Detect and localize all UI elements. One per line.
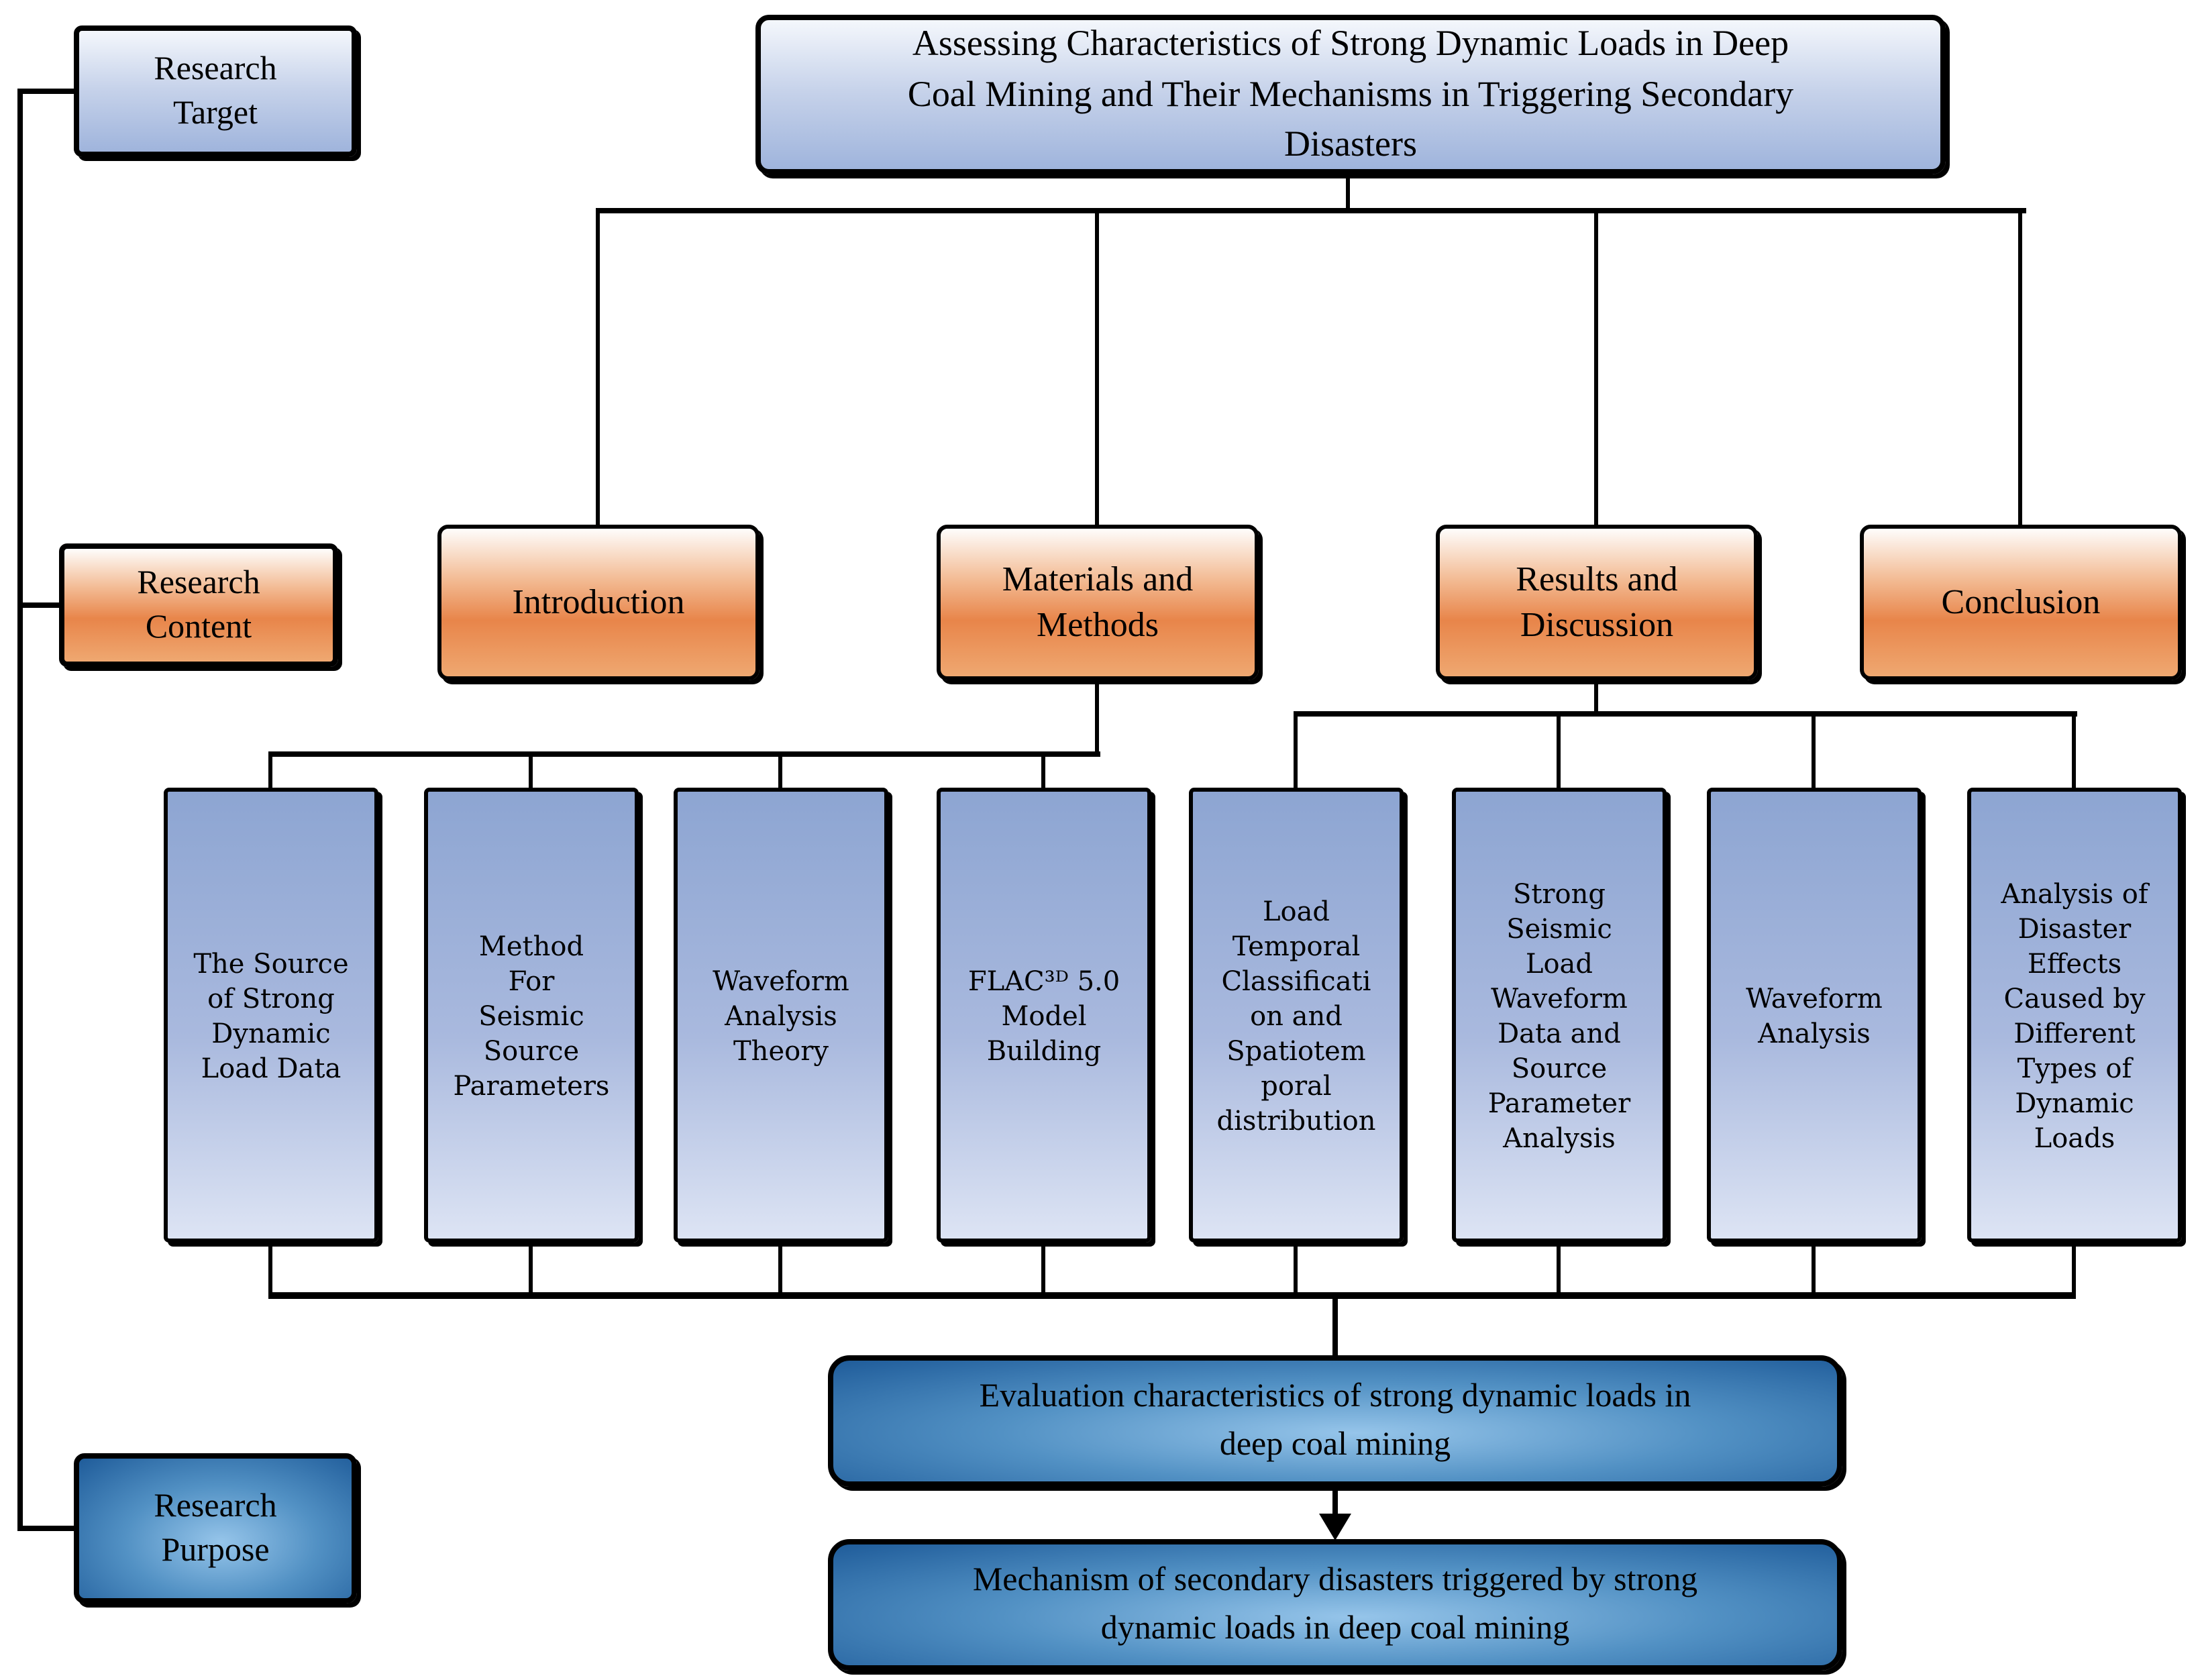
connector-rd-down (1594, 680, 1598, 717)
research-content-box: Research Content (59, 543, 338, 667)
section-conclusion-box: Conclusion (1860, 525, 2182, 680)
root-title-box: Assessing Characteristics of Strong Dyna… (755, 15, 1946, 174)
topic-disaster-effects-box: Analysis of Disaster Effects Caused by D… (1967, 788, 2182, 1243)
left-bracket-vertical (17, 89, 23, 1531)
connector-title-stub (1346, 172, 1350, 208)
left-bracket-stub-content (17, 602, 59, 608)
connector-bottom-stub-1 (268, 1243, 272, 1292)
connector-left-drop-2 (529, 751, 533, 788)
section-materials-methods-box: Materials and Methods (937, 525, 1259, 680)
down-arrow-head-icon (1319, 1514, 1351, 1540)
connector-bottom-stub-2 (529, 1243, 533, 1292)
connector-bottom-stub-8 (2072, 1243, 2076, 1292)
connector-left-drop-4 (1041, 751, 1045, 788)
connector-top-rail (596, 208, 2026, 213)
connector-drop-introduction (596, 208, 600, 525)
research-target-box: Research Target (74, 25, 357, 157)
topic-load-classification-box: Load Temporal Classificati on and Spatio… (1189, 788, 1404, 1243)
connector-right-rail (1294, 711, 2077, 717)
connector-bottom-rail (268, 1292, 2076, 1299)
connector-drop-conclusion (2018, 208, 2022, 525)
connector-mm-down (1095, 680, 1099, 757)
connector-evaluation-drop (1332, 1292, 1338, 1355)
outcome-evaluation-box: Evaluation characteristics of strong dyn… (828, 1355, 1842, 1487)
section-results-discussion-box: Results and Discussion (1436, 525, 1758, 680)
section-introduction-box: Introduction (437, 525, 759, 680)
left-bracket-stub-target (17, 89, 74, 94)
outcome-mechanism-box: Mechanism of secondary disasters trigger… (828, 1539, 1842, 1671)
topic-waveform-analysis-box: Waveform Analysis (1707, 788, 1922, 1243)
connector-drop-materials-methods (1095, 208, 1099, 525)
connector-right-drop-2 (1557, 711, 1561, 788)
left-bracket-stub-purpose (17, 1526, 74, 1531)
connector-bottom-stub-7 (1812, 1243, 1816, 1292)
connector-drop-results-discussion (1594, 208, 1598, 525)
connector-left-drop-1 (268, 751, 272, 788)
topic-seismic-parameters-box: Method For Seismic Source Parameters (424, 788, 639, 1243)
connector-bottom-stub-5 (1294, 1243, 1298, 1292)
connector-right-drop-3 (1812, 711, 1816, 788)
connector-left-drop-3 (778, 751, 782, 788)
connector-bottom-stub-3 (778, 1243, 782, 1292)
connector-right-drop-1 (1294, 711, 1298, 788)
connector-bottom-stub-6 (1557, 1243, 1561, 1292)
topic-source-data-box: The Source of Strong Dynamic Load Data (164, 788, 378, 1243)
topic-flac-model-box: FLAC³ᴰ 5.0 Model Building (937, 788, 1151, 1243)
connector-right-drop-4 (2072, 711, 2076, 788)
topic-waveform-theory-box: Waveform Analysis Theory (674, 788, 888, 1243)
research-purpose-box: Research Purpose (74, 1453, 357, 1604)
connector-arrow-shaft (1332, 1487, 1338, 1516)
topic-waveform-data-box: Strong Seismic Load Waveform Data and So… (1452, 788, 1667, 1243)
connector-left-rail (268, 751, 1100, 757)
connector-bottom-stub-4 (1041, 1243, 1045, 1292)
